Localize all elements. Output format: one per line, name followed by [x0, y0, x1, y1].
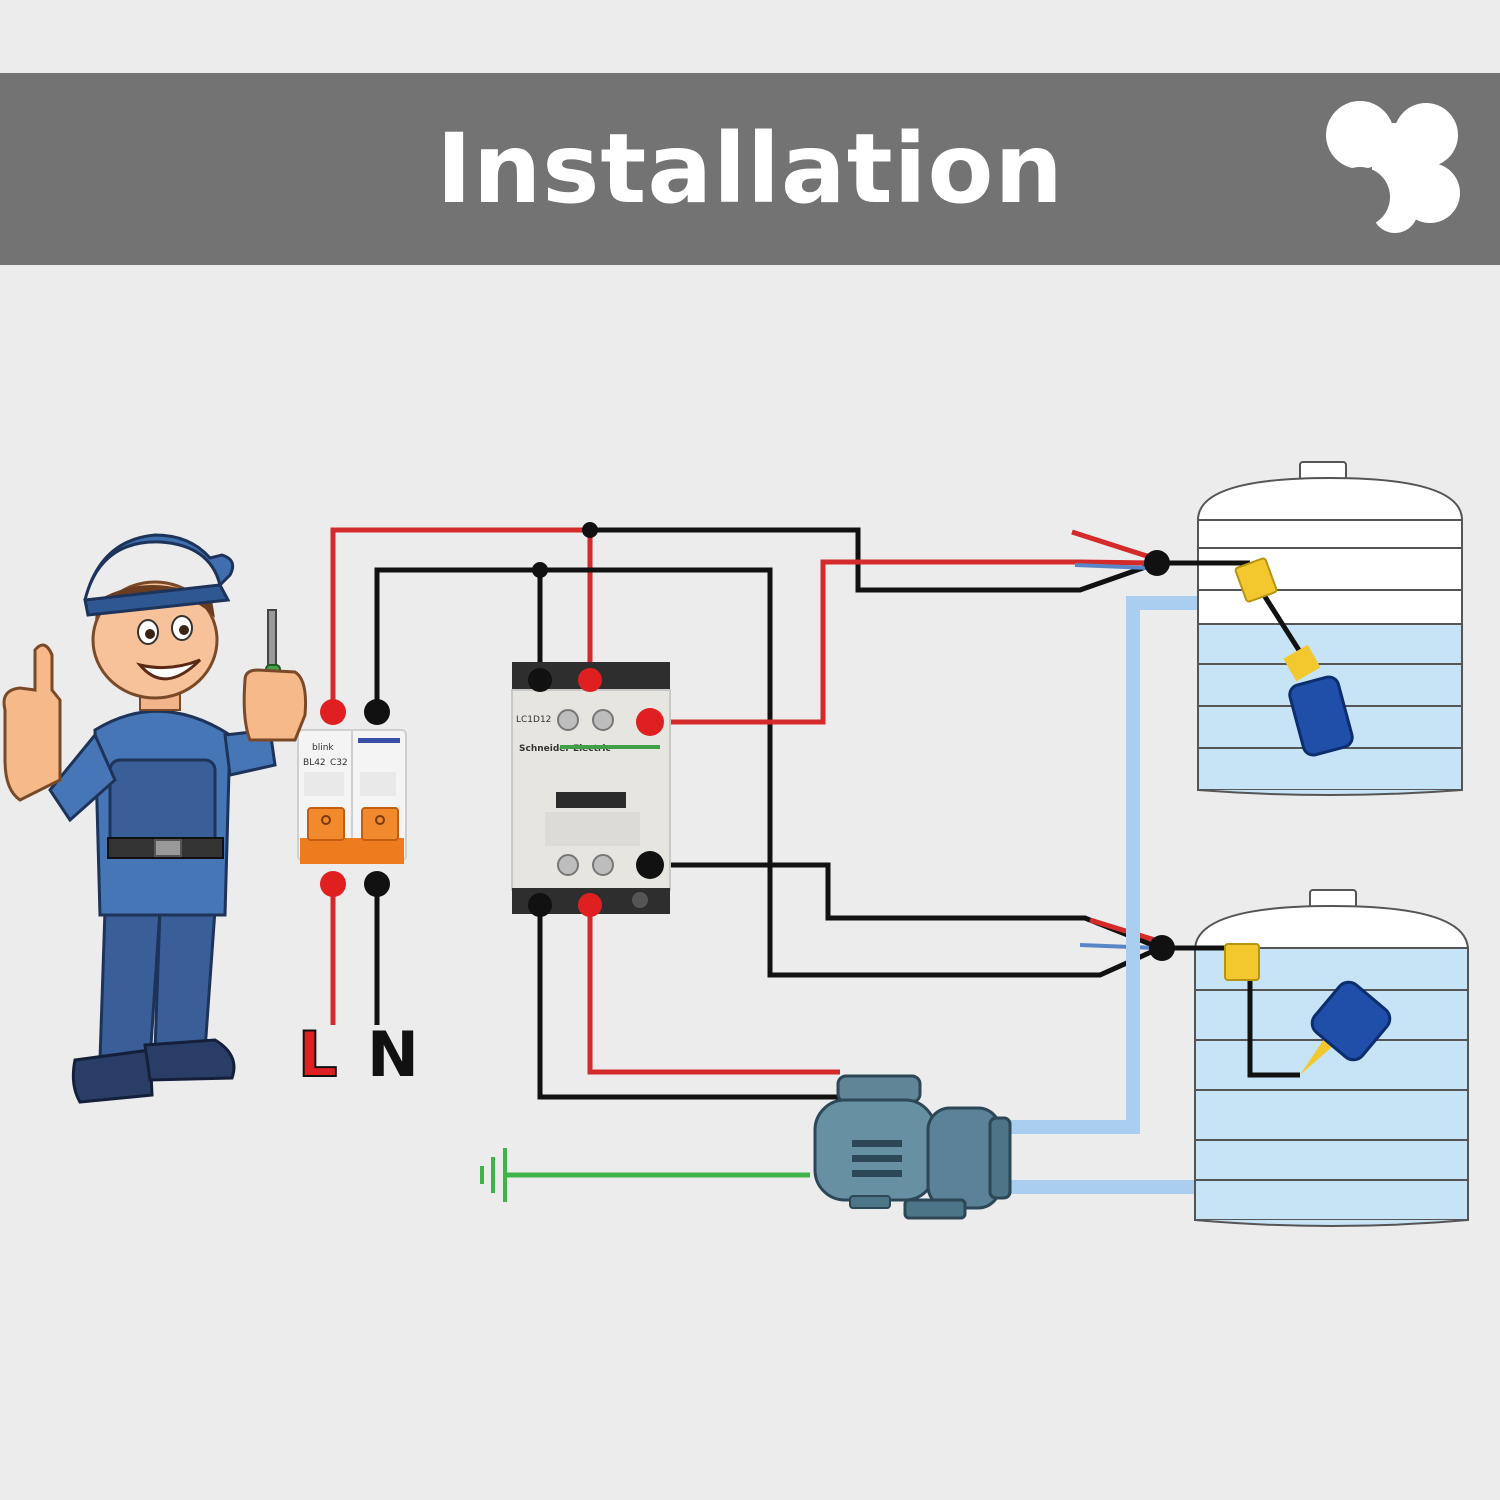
neutral-terminal-label: N [367, 1018, 419, 1091]
pump-live-wire [587, 905, 840, 1075]
breaker-rating: C32 [330, 758, 348, 768]
contactor-model: LC1D12 [516, 715, 551, 725]
technician-illustration [2, 533, 307, 1104]
lower-water-tank [1193, 889, 1470, 1227]
upper-water-tank [1196, 461, 1464, 796]
breaker-terminals [320, 699, 390, 897]
wires [330, 527, 1162, 1178]
neutral-wire-supply [374, 567, 543, 712]
breaker-brand: blink [312, 743, 334, 753]
upper-float-switch [1157, 557, 1354, 757]
wiring-diagram: L N blink BL42 C32 LC1D12 Schneider Elec… [2, 461, 1470, 1227]
coil-wire-tank2 [650, 862, 1161, 951]
water-pipes [1000, 596, 1225, 1194]
live-wire-supply [330, 527, 593, 712]
lower-float-switch [1162, 943, 1392, 1078]
line-terminal-label: L [298, 1018, 338, 1091]
contactor-terminals [528, 668, 664, 917]
neutral-wire-tank1 [590, 527, 1158, 593]
water-pump [813, 1074, 1012, 1220]
earth-ground-icon [480, 1148, 507, 1202]
page-title: Installation [436, 113, 1064, 225]
pump-neutral-wire [537, 905, 840, 1100]
neutral-wire-tank2 [540, 567, 1162, 978]
flower-logo-icon [1326, 101, 1460, 233]
header-banner: Installation [0, 73, 1500, 265]
circuit-breaker: blink BL42 C32 [297, 729, 407, 864]
coil-wire-tank1 [650, 559, 1158, 725]
breaker-model: BL42 [303, 758, 326, 768]
